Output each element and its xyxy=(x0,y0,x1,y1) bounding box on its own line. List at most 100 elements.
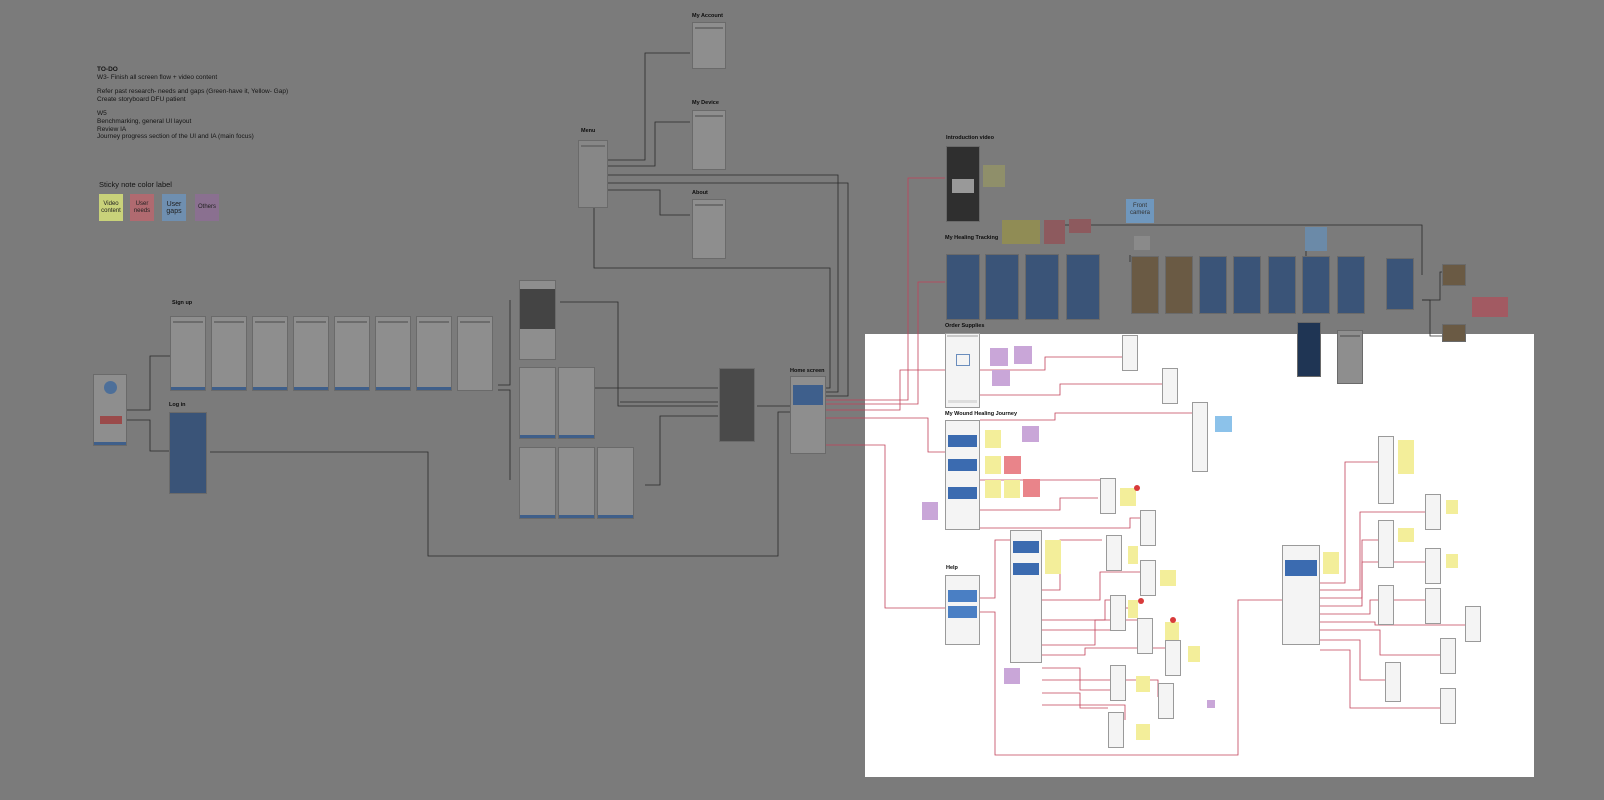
sticky-note-video[interactable] xyxy=(1323,552,1339,574)
photo-thumb[interactable] xyxy=(1442,264,1466,286)
sticky-note-others[interactable] xyxy=(922,502,938,520)
help-screen[interactable] xyxy=(945,575,980,645)
sticky-note-video[interactable] xyxy=(1136,676,1150,692)
tracking-screen[interactable] xyxy=(1025,254,1059,320)
camera-screen[interactable] xyxy=(1337,256,1365,314)
detail-screen[interactable] xyxy=(1378,520,1394,568)
sticky-note-video[interactable] xyxy=(1120,488,1136,506)
tracking-screen[interactable] xyxy=(1066,254,1100,320)
pairing-step-screen[interactable] xyxy=(558,447,595,519)
legend-user-gaps[interactable]: User gaps xyxy=(162,194,186,221)
detail-screen[interactable] xyxy=(1158,683,1174,719)
camera-screen[interactable] xyxy=(1131,256,1159,314)
sticky-note-video[interactable] xyxy=(1188,646,1200,662)
home-screen[interactable] xyxy=(790,376,826,454)
detail-screen[interactable] xyxy=(1122,335,1138,371)
pairing-step-screen[interactable] xyxy=(597,447,634,519)
detail-screen[interactable] xyxy=(1425,548,1441,584)
sticky-note-video[interactable] xyxy=(1446,500,1458,514)
sticky-note-video[interactable] xyxy=(1128,546,1138,564)
detail-screen[interactable] xyxy=(1110,595,1126,631)
sticky-note-gaps[interactable] xyxy=(1215,416,1232,432)
camera-screen[interactable] xyxy=(1165,256,1193,314)
signup-screen-7[interactable] xyxy=(416,316,452,391)
login-screen[interactable] xyxy=(169,412,207,494)
my-device-screen[interactable] xyxy=(692,110,726,170)
detail-screen[interactable] xyxy=(1165,640,1181,676)
sticky-note-needs[interactable] xyxy=(1044,220,1065,244)
comment-marker[interactable] xyxy=(1134,485,1140,491)
sticky-note-video[interactable] xyxy=(1002,220,1040,244)
pairing-step-screen[interactable] xyxy=(519,367,556,439)
sticky-note-video[interactable] xyxy=(1165,622,1179,640)
camera-screen[interactable] xyxy=(1302,256,1330,314)
detail-screen[interactable] xyxy=(1140,510,1156,546)
sticky-note-others[interactable] xyxy=(1207,700,1215,708)
pairing-step-screen[interactable] xyxy=(519,447,556,519)
comment-marker[interactable] xyxy=(1170,617,1176,623)
detail-screen[interactable] xyxy=(1440,688,1456,724)
sticky-note-others[interactable] xyxy=(1022,426,1039,442)
detail-screen[interactable] xyxy=(1425,588,1441,624)
tracking-result-screen[interactable] xyxy=(1337,330,1363,384)
detail-screen[interactable] xyxy=(1137,618,1153,654)
sticky-note-video[interactable] xyxy=(1128,600,1138,618)
sticky-note-gaps[interactable] xyxy=(1305,227,1327,251)
signup-screen-5[interactable] xyxy=(334,316,370,391)
signup-screen-1[interactable] xyxy=(170,316,206,391)
sticky-note-video[interactable] xyxy=(983,165,1005,187)
tracking-screen[interactable] xyxy=(946,254,980,320)
detail-screen[interactable] xyxy=(1100,478,1116,514)
camera-screen[interactable] xyxy=(1386,258,1414,310)
device-pairing-screen[interactable] xyxy=(519,280,556,360)
sticky-note-video[interactable] xyxy=(985,456,1001,474)
detail-screen[interactable] xyxy=(1108,712,1124,748)
sticky-note-needs[interactable] xyxy=(1004,456,1021,474)
legend-others[interactable]: Others xyxy=(195,194,219,221)
splash-screen[interactable] xyxy=(93,374,127,446)
sticky-note-others[interactable] xyxy=(1134,236,1150,250)
journey-screen[interactable] xyxy=(945,420,980,530)
camera-screen[interactable] xyxy=(1268,256,1296,314)
front-camera-note[interactable]: Front camera xyxy=(1126,199,1154,223)
detail-screen[interactable] xyxy=(1378,436,1394,504)
detail-screen[interactable] xyxy=(1106,535,1122,571)
legend-user-needs[interactable]: User needs xyxy=(130,194,154,221)
detail-screen[interactable] xyxy=(1465,606,1481,642)
sticky-note-video[interactable] xyxy=(1004,480,1020,498)
sticky-note-others[interactable] xyxy=(992,370,1010,386)
detail-screen[interactable] xyxy=(1140,560,1156,596)
legend-video-content[interactable]: Video content xyxy=(99,194,123,221)
detail-screen[interactable] xyxy=(1385,662,1401,702)
order-supplies-screen[interactable] xyxy=(945,333,980,408)
sticky-note-video[interactable] xyxy=(1136,724,1150,740)
detail-screen[interactable] xyxy=(1378,585,1394,625)
sticky-note-others[interactable] xyxy=(1004,668,1020,684)
menu-screen[interactable] xyxy=(578,140,608,208)
about-screen[interactable] xyxy=(692,199,726,259)
sticky-note-video[interactable] xyxy=(1398,528,1414,542)
detail-screen[interactable] xyxy=(1192,402,1208,472)
tracking-screen[interactable] xyxy=(985,254,1019,320)
sticky-note-others[interactable] xyxy=(1014,346,1032,364)
signup-screen-3[interactable] xyxy=(252,316,288,391)
signup-screen-4[interactable] xyxy=(293,316,329,391)
detail-screen[interactable] xyxy=(1110,665,1126,701)
intro-video-screen[interactable] xyxy=(946,146,980,222)
detail-screen[interactable] xyxy=(1162,368,1178,404)
sticky-note-video[interactable] xyxy=(985,430,1001,448)
comment-marker[interactable] xyxy=(1138,598,1144,604)
sticky-note-video[interactable] xyxy=(1160,570,1176,586)
tracking-info-screen[interactable] xyxy=(1297,322,1321,377)
signup-screen-6[interactable] xyxy=(375,316,411,391)
sticky-note-video[interactable] xyxy=(1045,540,1061,574)
journey-detail-screen[interactable] xyxy=(1010,530,1042,663)
detail-screen[interactable] xyxy=(1425,494,1441,530)
camera-screen[interactable] xyxy=(1199,256,1227,314)
sticky-note-needs[interactable] xyxy=(1069,219,1091,233)
detail-screen[interactable] xyxy=(1440,638,1456,674)
sticky-note-needs[interactable] xyxy=(1023,479,1040,497)
device-screen[interactable] xyxy=(719,368,755,442)
sticky-note-video[interactable] xyxy=(985,480,1001,498)
